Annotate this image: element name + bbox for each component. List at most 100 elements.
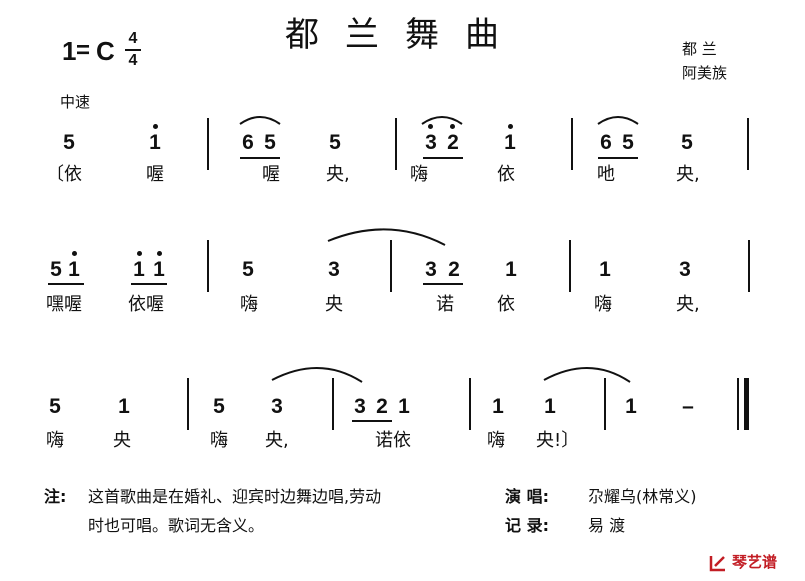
note-text-line2: 时也可唱。歌词无含义。 [88,516,265,535]
high-octave-dot [157,251,162,256]
lyric-syllable: 依喔 [128,294,164,315]
eighth-underline [423,157,463,159]
barline [390,240,392,292]
singer-name: 尕耀乌(林常义) [588,487,697,506]
lyric-syllable: 依 [497,294,515,315]
lyric-syllable: 嗨 [487,430,505,451]
high-octave-dot [137,251,142,256]
lyric-syllable: 嗨 [210,430,228,451]
key-signature-one: 1 [62,36,77,66]
lyric-syllable: 喔 [146,164,164,185]
tie-arc [543,367,631,383]
high-octave-dot [450,124,455,129]
barline [469,378,471,430]
note: 5 [50,258,62,281]
ethnicity-label: 阿美族 [682,64,728,82]
note: 1 [599,258,611,281]
note: 1 [133,258,145,281]
song-title: 都兰舞曲 [285,15,525,55]
lyric-syllable: 央, [326,164,350,185]
lyric-syllable: 央 [325,294,343,315]
note: 5 [213,395,225,418]
high-octave-dot [72,251,77,256]
lyric-syllable: 嗨 [46,430,64,451]
note: 6 [242,131,254,154]
lyric-syllable: 诺 [436,294,454,315]
high-octave-dot [153,124,158,129]
note: 1 [492,395,504,418]
barline [395,118,397,170]
recorder-name: 易 渡 [588,516,626,535]
note: 1 [118,395,130,418]
slur-arc [421,116,463,125]
note: 2 [448,258,460,281]
lyric-syllable: 嗨 [410,164,428,185]
note: 6 [600,131,612,154]
barline [604,378,606,430]
note-text-line1: 这首歌曲是在婚礼、迎宾时边舞边唱,劳动 [88,487,382,506]
slur-arc [597,116,639,125]
lyric-syllable: 央!〕 [536,430,580,451]
note: 5 [242,258,254,281]
note: 3 [271,395,283,418]
barline [207,118,209,170]
final-barline-thick [744,378,749,430]
barline [332,378,334,430]
note: 5 [622,131,634,154]
note: 3 [425,131,437,154]
eighth-underline [423,283,463,285]
high-octave-dot [508,124,513,129]
note: 1 [544,395,556,418]
note: 1 [504,131,516,154]
note: 1 [149,131,161,154]
note: – [682,395,694,418]
lyric-syllable: 央 [113,430,131,451]
tie-arc [271,367,363,383]
note: 5 [329,131,341,154]
eighth-underline [598,157,638,159]
tie-arc [327,228,446,246]
barline [207,240,209,292]
high-octave-dot [428,124,433,129]
lyric-syllable: 央, [676,164,700,185]
note: 3 [425,258,437,281]
lyric-syllable: 依 [497,164,515,185]
lyric-syllable: 吔 [597,164,615,185]
note: 1 [625,395,637,418]
eighth-underline [48,283,84,285]
lyric-syllable: 嗨 [594,294,612,315]
time-signature-bottom: 4 [128,52,138,69]
eighth-underline [131,283,167,285]
note: 3 [354,395,366,418]
barline [569,240,571,292]
eighth-underline [352,420,392,422]
lyric-syllable: 央, [265,430,289,451]
note: 3 [328,258,340,281]
barline [748,240,750,292]
lyric-syllable: 嘿喔 [46,294,82,315]
lyric-syllable: 喔 [262,164,280,185]
tempo-marking: 中速 [60,93,91,111]
lyric-syllable: 〔依 [46,164,82,185]
note: 2 [376,395,388,418]
note-label: 注: [44,487,67,506]
time-signature-top: 4 [128,30,138,47]
note: 1 [398,395,410,418]
recorder-label: 记 录: [505,516,549,535]
key-signature-letter: C [96,36,115,66]
lyric-syllable: 诺依 [375,430,411,451]
note: 3 [679,258,691,281]
note: 5 [49,395,61,418]
lyric-syllable: 嗨 [240,294,258,315]
note: 1 [68,258,80,281]
note: 5 [264,131,276,154]
logo-mark-icon [709,556,725,572]
lyric-syllable: 央, [676,294,700,315]
note: 1 [505,258,517,281]
time-signature-divider [125,49,141,51]
note: 2 [447,131,459,154]
logo-text: 琴艺谱 [732,553,778,571]
note: 5 [63,131,75,154]
region-label: 都 兰 [682,40,717,58]
